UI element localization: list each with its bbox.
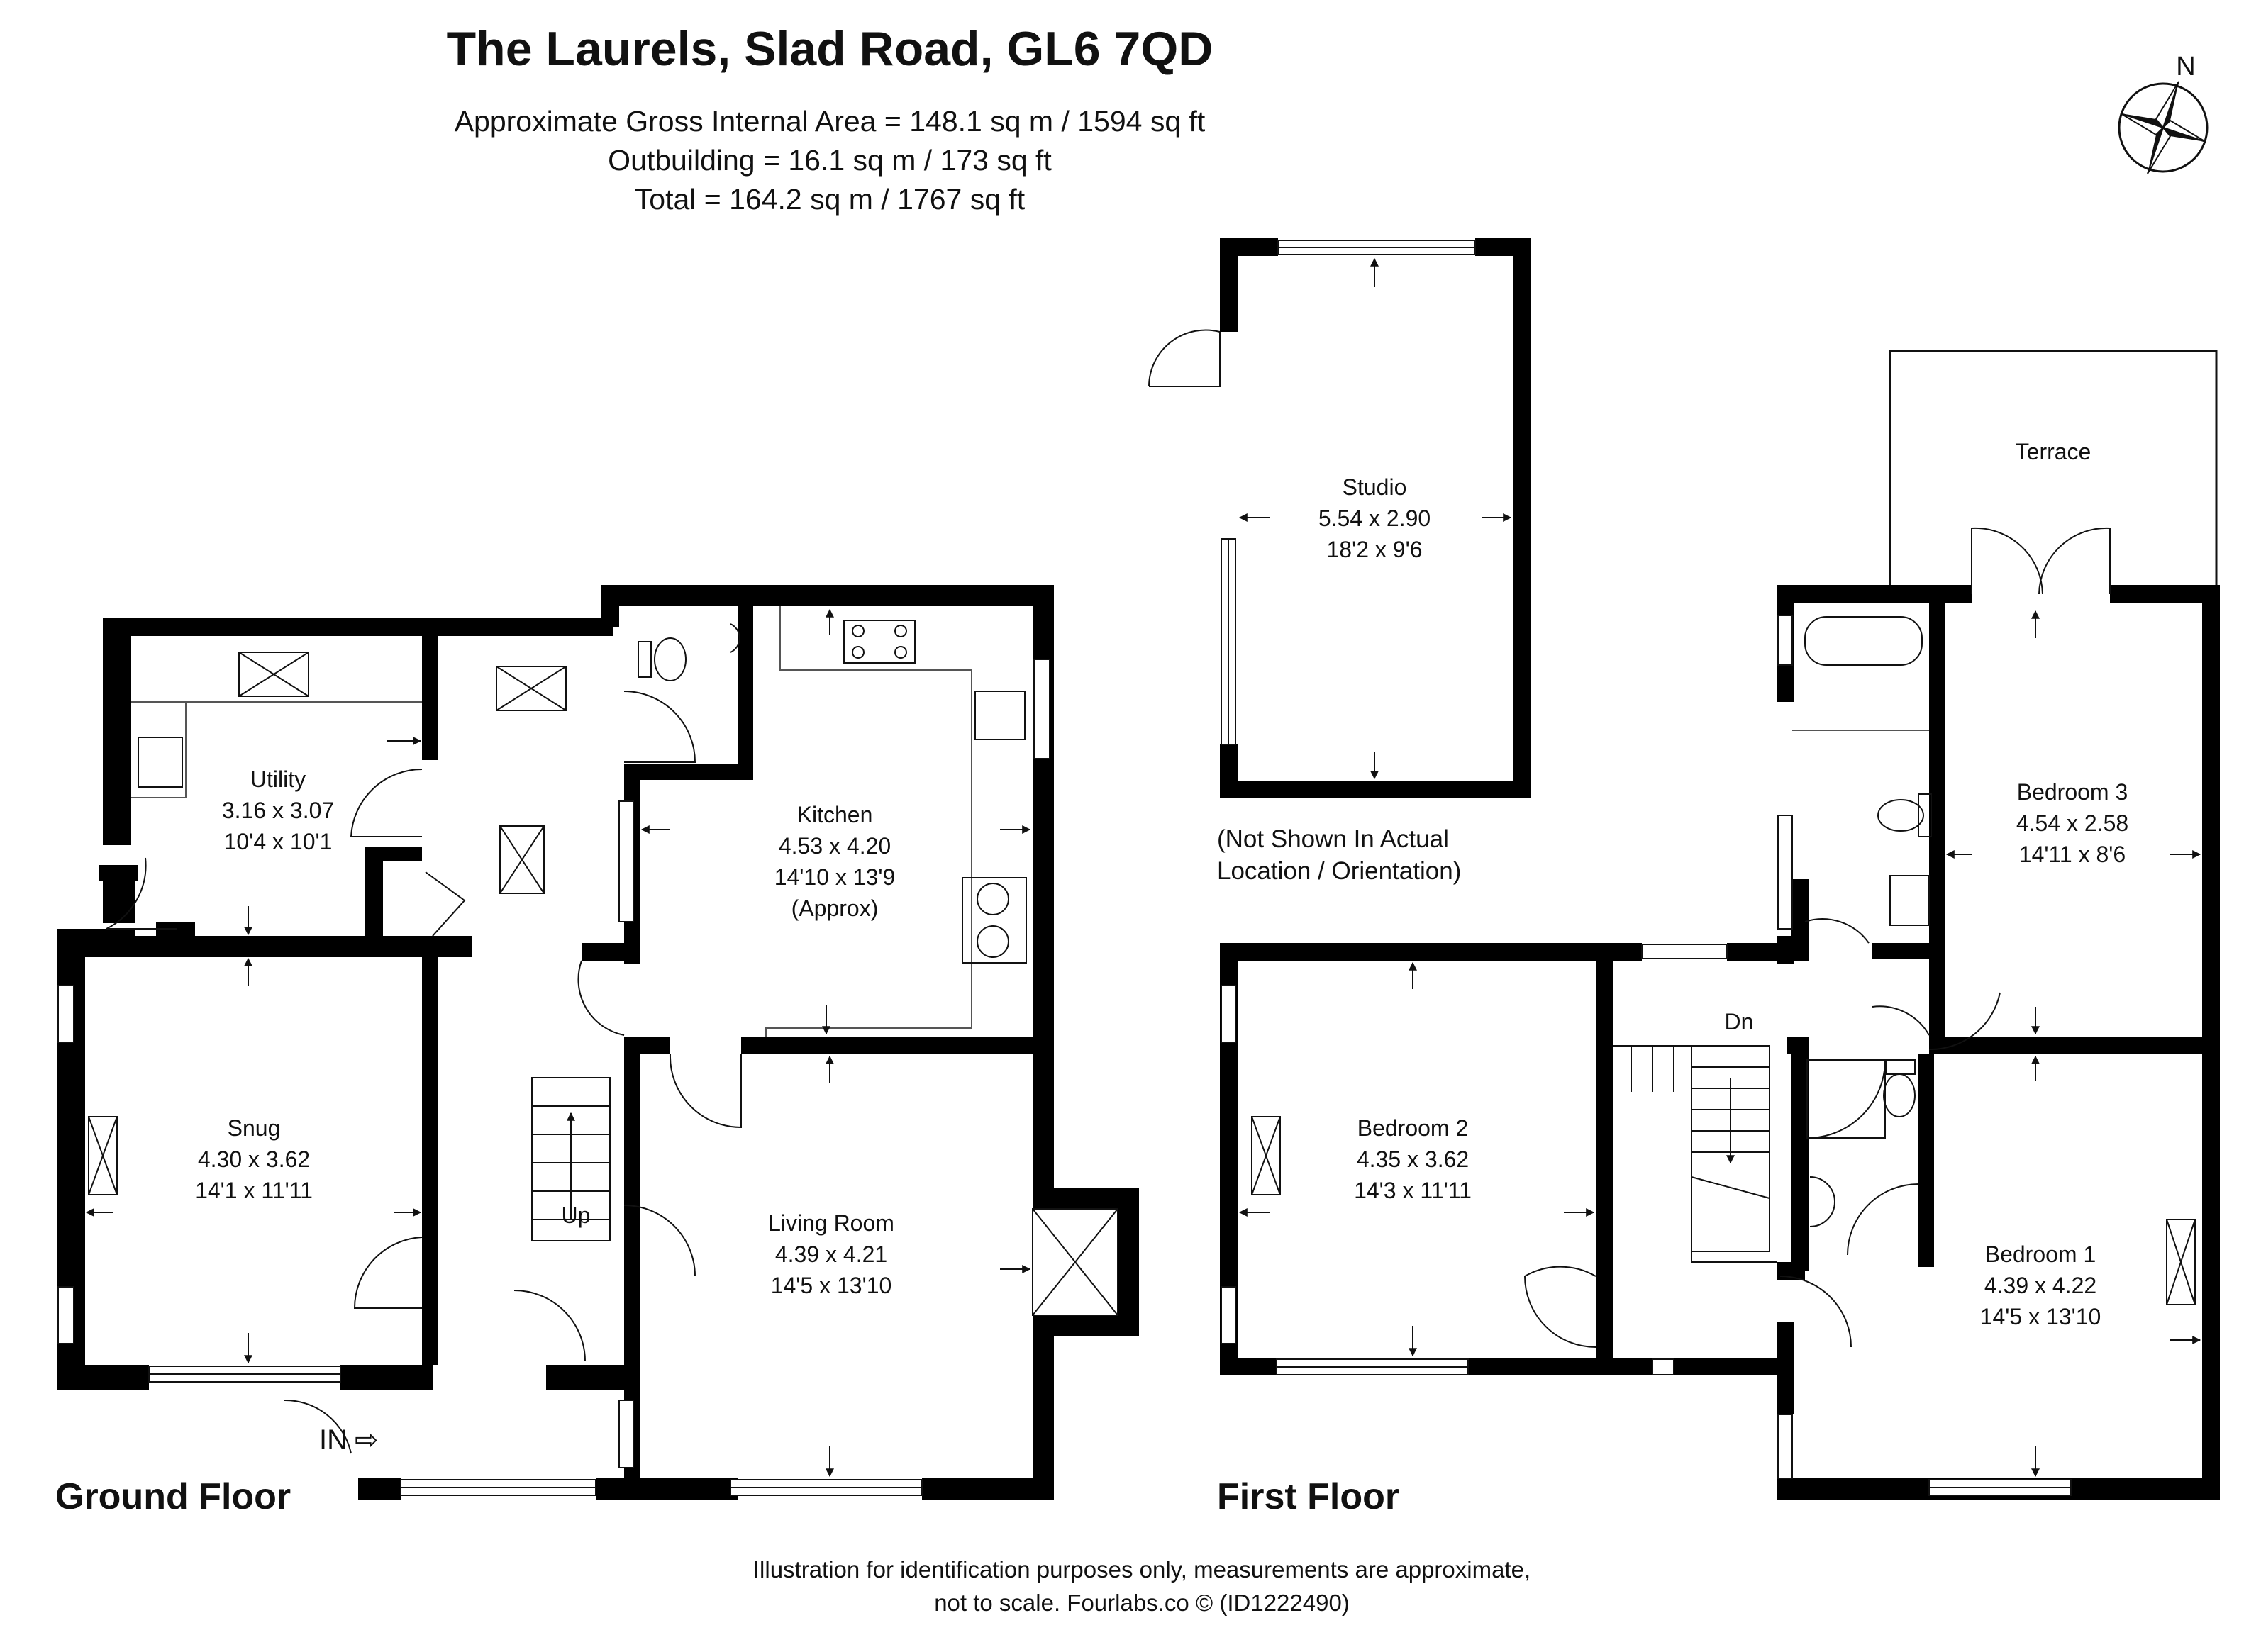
gross-area: Approximate Gross Internal Area = 148.1 … xyxy=(455,105,1206,138)
stairs-down-label: Dn xyxy=(1725,1009,1754,1034)
ground-floor-label: Ground Floor xyxy=(55,1476,291,1517)
entrance-arrow-icon: ⇨ xyxy=(355,1424,379,1456)
disclaimer-line2: not to scale. Fourlabs.co © (ID1222490) xyxy=(934,1590,1350,1616)
studio-note-line1: (Not Shown In Actual xyxy=(1217,825,1449,853)
outbuilding-area: Outbuilding = 16.1 sq m / 173 sq ft xyxy=(608,144,1052,177)
bedroom2-name: Bedroom 2 xyxy=(1357,1115,1469,1141)
bedroom3-name: Bedroom 3 xyxy=(2017,779,2128,805)
bedroom2-imperial: 14'3 x 11'11 xyxy=(1354,1178,1472,1203)
utility-imperial: 10'4 x 10'1 xyxy=(224,829,333,854)
disclaimer-line1: Illustration for identification purposes… xyxy=(753,1556,1531,1583)
utility-name: Utility xyxy=(250,766,306,792)
header: The Laurels, Slad Road, GL6 7QD Approxim… xyxy=(447,22,1213,216)
stairs-up-label: Up xyxy=(562,1202,591,1228)
studio-name: Studio xyxy=(1343,474,1407,500)
studio-imperial: 18'2 x 9'6 xyxy=(1327,537,1423,562)
terrace-name: Terrace xyxy=(2016,439,2091,464)
kitchen-name: Kitchen xyxy=(797,802,873,827)
total-area: Total = 164.2 sq m / 1767 sq ft xyxy=(635,183,1026,216)
ground-floor: Utility 3.16 x 3.07 10'4 x 10'1 Kitchen … xyxy=(55,585,1139,1517)
compass-north-label: N xyxy=(2176,52,2195,82)
snug-imperial: 14'1 x 11'11 xyxy=(195,1178,313,1203)
bedroom1-metric: 4.39 x 4.22 xyxy=(1984,1273,2096,1298)
studio-note-line2: Location / Orientation) xyxy=(1217,857,1461,885)
footer: Illustration for identification purposes… xyxy=(753,1556,1531,1616)
kitchen-imperial: 14'10 x 13'9 xyxy=(774,864,896,890)
bedroom3-metric: 4.54 x 2.58 xyxy=(2016,810,2128,836)
living-room-metric: 4.39 x 4.21 xyxy=(775,1241,887,1267)
kitchen-metric: 4.53 x 4.20 xyxy=(779,833,891,859)
first-floor: Terrace xyxy=(1217,350,2220,1517)
entrance-label: IN xyxy=(319,1424,348,1456)
kitchen-note: (Approx) xyxy=(791,895,879,921)
studio-metric: 5.54 x 2.90 xyxy=(1318,506,1431,531)
snug-metric: 4.30 x 3.62 xyxy=(198,1146,310,1172)
plan-title: The Laurels, Slad Road, GL6 7QD xyxy=(447,22,1213,76)
snug-name: Snug xyxy=(228,1115,281,1141)
bedroom1-imperial: 14'5 x 13'10 xyxy=(1980,1304,2101,1329)
utility-metric: 3.16 x 3.07 xyxy=(222,798,334,823)
studio-outbuilding: Studio 5.54 x 2.90 18'2 x 9'6 (Not Shown… xyxy=(1148,238,1531,885)
compass-icon: N xyxy=(2118,52,2209,174)
bedroom3-imperial: 14'11 x 8'6 xyxy=(2019,842,2126,867)
living-room-name: Living Room xyxy=(768,1210,894,1236)
living-room-imperial: 14'5 x 13'10 xyxy=(771,1273,892,1298)
bedroom1-name: Bedroom 1 xyxy=(1985,1241,2096,1267)
bedroom2-metric: 4.35 x 3.62 xyxy=(1357,1146,1469,1172)
first-floor-label: First Floor xyxy=(1217,1476,1399,1517)
